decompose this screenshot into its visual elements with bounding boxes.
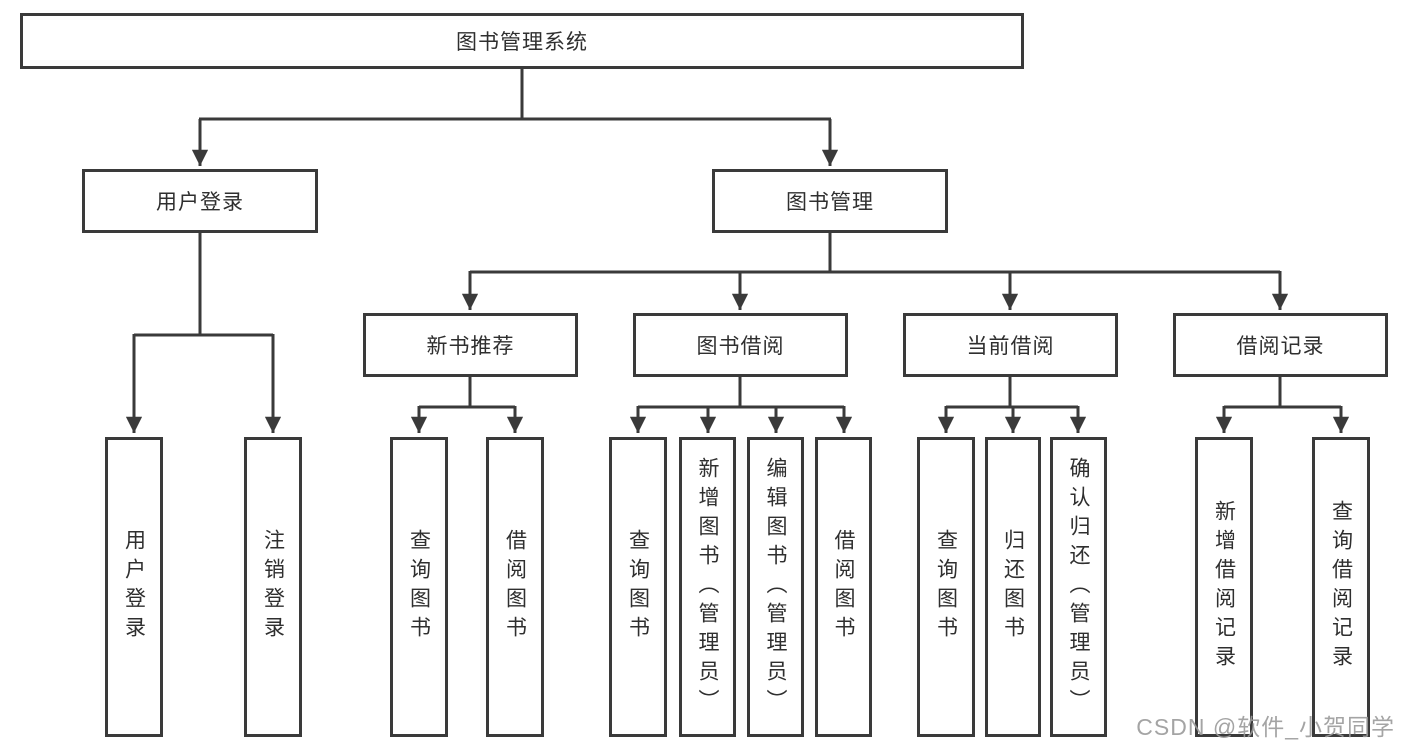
node-user-login-label: 用户登录 <box>156 191 244 214</box>
node-user-login: 用户登录 <box>82 169 318 233</box>
leaf-current-query-books-label: 查询图书 <box>934 529 958 645</box>
node-book-management-label: 图书管理 <box>786 191 874 214</box>
leaf-borrow-add-books-admin: 新增图书（管理员） <box>679 437 736 737</box>
leaf-recommend-query-books-label: 查询图书 <box>407 529 431 645</box>
leaf-user-login-label: 用户登录 <box>122 529 146 645</box>
leaf-records-query-record-label: 查询借阅记录 <box>1329 500 1353 674</box>
leaf-logout: 注销登录 <box>244 437 302 737</box>
leaf-borrow-borrow-books: 借阅图书 <box>815 437 872 737</box>
leaf-records-add-record: 新增借阅记录 <box>1195 437 1253 737</box>
node-new-book-recommend: 新书推荐 <box>363 313 578 377</box>
leaf-records-query-record: 查询借阅记录 <box>1312 437 1370 737</box>
leaf-current-query-books: 查询图书 <box>917 437 975 737</box>
leaf-user-login: 用户登录 <box>105 437 163 737</box>
csdn-watermark: CSDN @软件_小贺同学 <box>1136 714 1395 740</box>
leaf-recommend-borrow-books-label: 借阅图书 <box>503 529 527 645</box>
leaf-records-add-record-label: 新增借阅记录 <box>1212 500 1236 674</box>
connector-group <box>125 69 1350 433</box>
node-root-label: 图书管理系统 <box>456 31 588 54</box>
leaf-current-confirm-return-admin: 确认归还（管理员） <box>1050 437 1107 737</box>
node-book-borrow: 图书借阅 <box>633 313 848 377</box>
leaf-borrow-borrow-books-label: 借阅图书 <box>832 529 855 645</box>
leaf-current-return-books: 归还图书 <box>985 437 1041 737</box>
node-current-borrow-label: 当前借阅 <box>966 335 1055 358</box>
leaf-current-confirm-return-admin-label: 确认归还（管理员） <box>1067 456 1090 718</box>
leaf-recommend-query-books: 查询图书 <box>390 437 448 737</box>
leaf-borrow-query-books-label: 查询图书 <box>626 529 650 645</box>
node-borrow-records: 借阅记录 <box>1173 313 1388 377</box>
node-root: 图书管理系统 <box>20 13 1024 69</box>
leaf-recommend-borrow-books: 借阅图书 <box>486 437 544 737</box>
node-current-borrow: 当前借阅 <box>903 313 1118 377</box>
leaf-borrow-edit-books-admin: 编辑图书（管理员） <box>747 437 804 737</box>
leaf-current-return-books-label: 归还图书 <box>1001 529 1025 645</box>
leaf-borrow-edit-books-admin-label: 编辑图书（管理员） <box>764 456 787 718</box>
leaf-logout-label: 注销登录 <box>261 529 285 645</box>
node-book-management: 图书管理 <box>712 169 948 233</box>
leaf-borrow-query-books: 查询图书 <box>609 437 667 737</box>
leaf-borrow-add-books-admin-label: 新增图书（管理员） <box>696 456 719 718</box>
node-new-book-recommend-label: 新书推荐 <box>426 335 515 358</box>
node-borrow-records-label: 借阅记录 <box>1236 335 1325 358</box>
node-book-borrow-label: 图书借阅 <box>696 335 785 358</box>
